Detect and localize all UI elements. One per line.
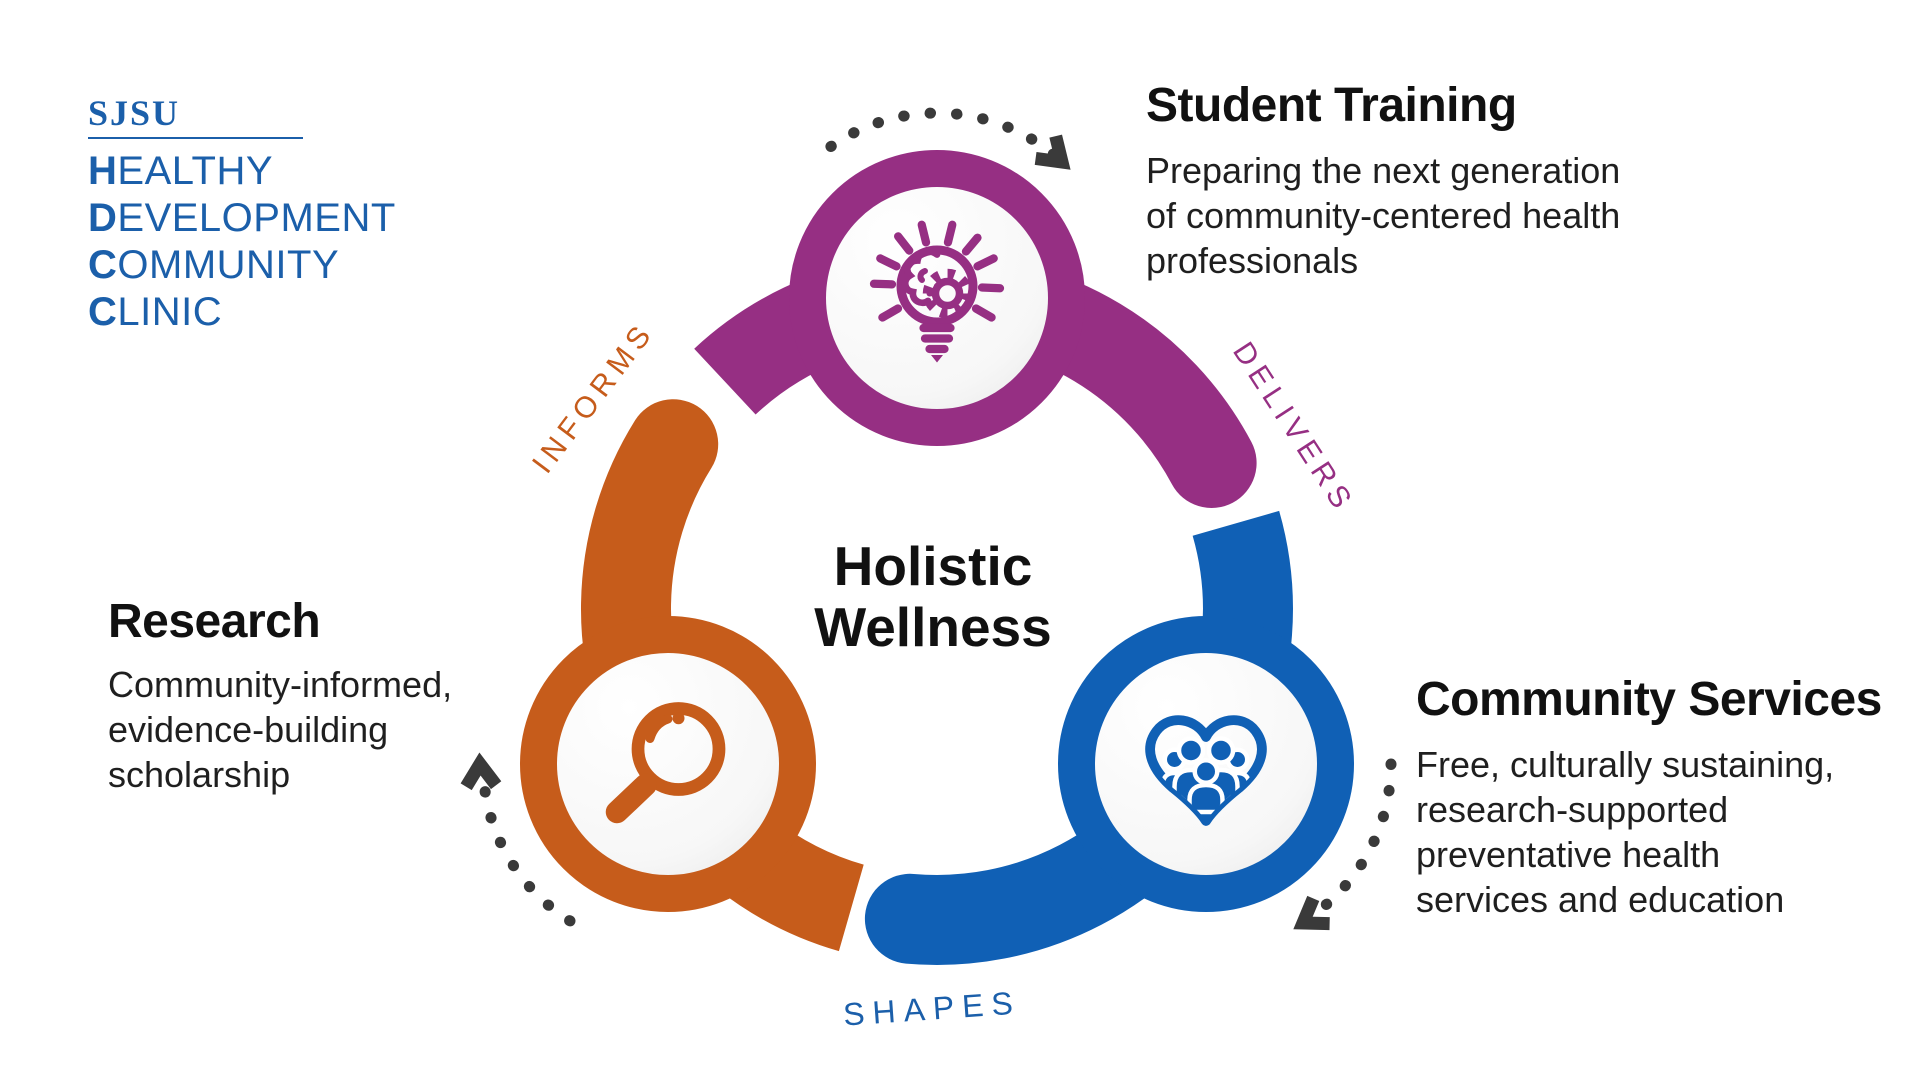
student-training-title: Student Training [1146, 79, 1517, 132]
community-services-title: Community Services [1416, 673, 1882, 726]
flow-arc-right [1306, 758, 1397, 921]
logo-line-development: DEVELOPMENT [88, 195, 396, 242]
research-title: Research [108, 595, 321, 648]
logo-initial: D [88, 196, 118, 240]
logo-rest: LINIC [117, 290, 223, 334]
logo-line-healthy: HEALTHY [88, 148, 396, 195]
community-services-description: Free, culturally sustaining,research-sup… [1416, 744, 1835, 920]
sjsu-hdcc-logo: SJSU HEALTHY DEVELOPMENT COMMUNITY CLINI… [88, 94, 396, 336]
logo-rest: EALTHY [117, 149, 274, 193]
research-inner-disc [539, 635, 797, 893]
sjsu-wordmark: SJSU [88, 93, 181, 133]
services-ring [1058, 616, 1354, 912]
arrowhead-left [460, 752, 502, 791]
logo-rest: EVELOPMENT [117, 196, 396, 240]
arrowhead-top [1034, 134, 1071, 170]
logo-rest: OMMUNITY [117, 243, 340, 287]
logo-line-clinic: CLINIC [88, 289, 396, 336]
center-title-line1: Holistic [833, 535, 1033, 597]
training-ring [789, 150, 1085, 446]
flow-arc-left [478, 771, 576, 927]
flow-arrows [460, 107, 1397, 931]
center-title-line2: Wellness [814, 596, 1052, 658]
logo-divider-line [88, 137, 303, 139]
lightbulb-brain-gear-icon [869, 220, 1005, 363]
heart-people-icon [1145, 715, 1267, 826]
magnifier-icon [605, 702, 726, 824]
logo-initial: C [88, 243, 118, 287]
research-ring [520, 616, 816, 912]
flow-arc-top [825, 107, 1062, 162]
center-title-holistic-wellness: Holistic Wellness [733, 536, 1133, 658]
logo-initial: C [88, 290, 118, 334]
logo-initial: H [88, 149, 118, 193]
arrowhead-right [1293, 895, 1330, 931]
logo-line-community: COMMUNITY [88, 242, 396, 289]
